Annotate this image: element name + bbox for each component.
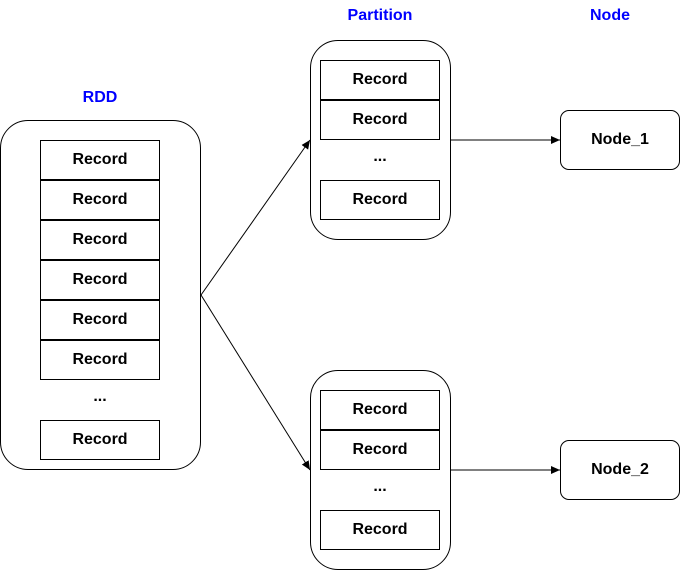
partition-1-record: Record	[320, 100, 440, 140]
rdd-to-partition-2-arrow	[200, 294, 311, 471]
rdd-heading: RDD	[82, 89, 118, 106]
rdd-record: Record	[40, 420, 160, 460]
rdd-record: Record	[40, 300, 160, 340]
partition-2-record: Record	[320, 430, 440, 470]
rdd-record: Record	[40, 140, 160, 180]
rdd-record: Record	[40, 220, 160, 260]
rdd-ellipsis: ...	[93, 388, 107, 405]
partition-heading: Partition	[347, 7, 413, 24]
rdd-record: Record	[40, 260, 160, 300]
partition-2-record: Record	[320, 510, 440, 550]
partition-1-ellipsis: ...	[373, 148, 387, 165]
partition-2-record: Record	[320, 390, 440, 430]
node-heading: Node	[590, 7, 630, 24]
node-1-box: Node_1	[560, 110, 680, 170]
rdd-to-partition-1-arrow	[200, 139, 311, 296]
node-2-box: Node_2	[560, 440, 680, 500]
rdd-record: Record	[40, 340, 160, 380]
rdd-record: Record	[40, 180, 160, 220]
partition-1-record: Record	[320, 60, 440, 100]
partition-1-record: Record	[320, 180, 440, 220]
partition-2-ellipsis: ...	[373, 478, 387, 495]
